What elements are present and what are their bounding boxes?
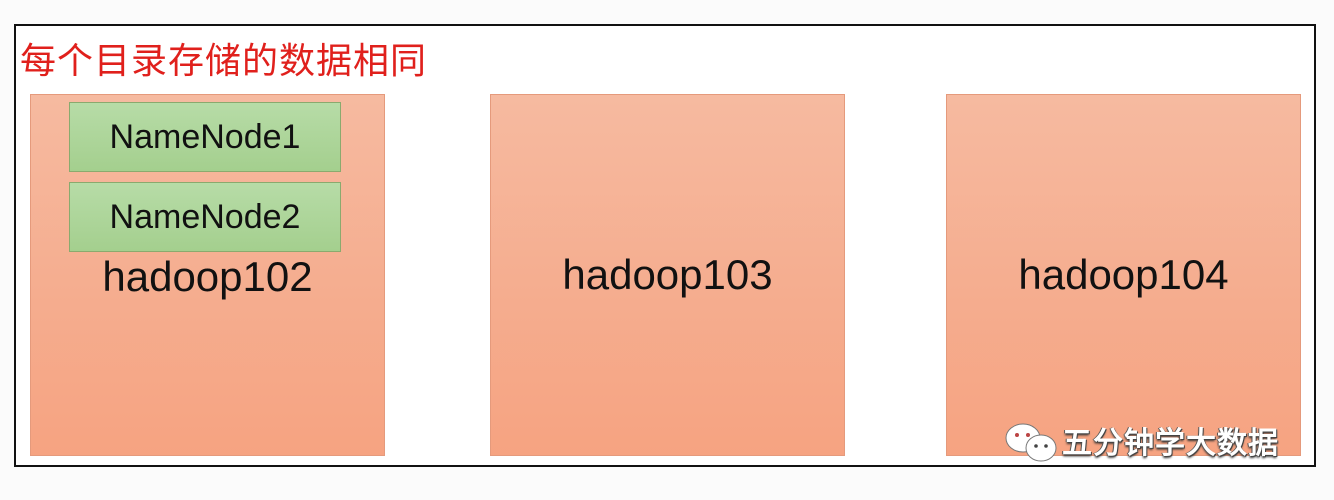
host-hadoop104: hadoop104 xyxy=(946,94,1301,456)
watermark-text: 五分钟学大数据 xyxy=(1062,426,1279,461)
host-hadoop103: hadoop103 xyxy=(490,94,845,456)
namenode-2: NameNode2 xyxy=(69,182,341,252)
host-label: hadoop103 xyxy=(562,251,773,298)
namenode-1: NameNode1 xyxy=(69,102,341,172)
host-label: hadoop104 xyxy=(1018,251,1229,298)
host-hadoop102: NameNode1 NameNode2 hadoop102 xyxy=(30,94,385,456)
host-label: hadoop102 xyxy=(102,253,313,300)
diagram-title: 每个目录存储的数据相同 xyxy=(20,41,428,82)
wechat-icon xyxy=(1005,423,1057,462)
